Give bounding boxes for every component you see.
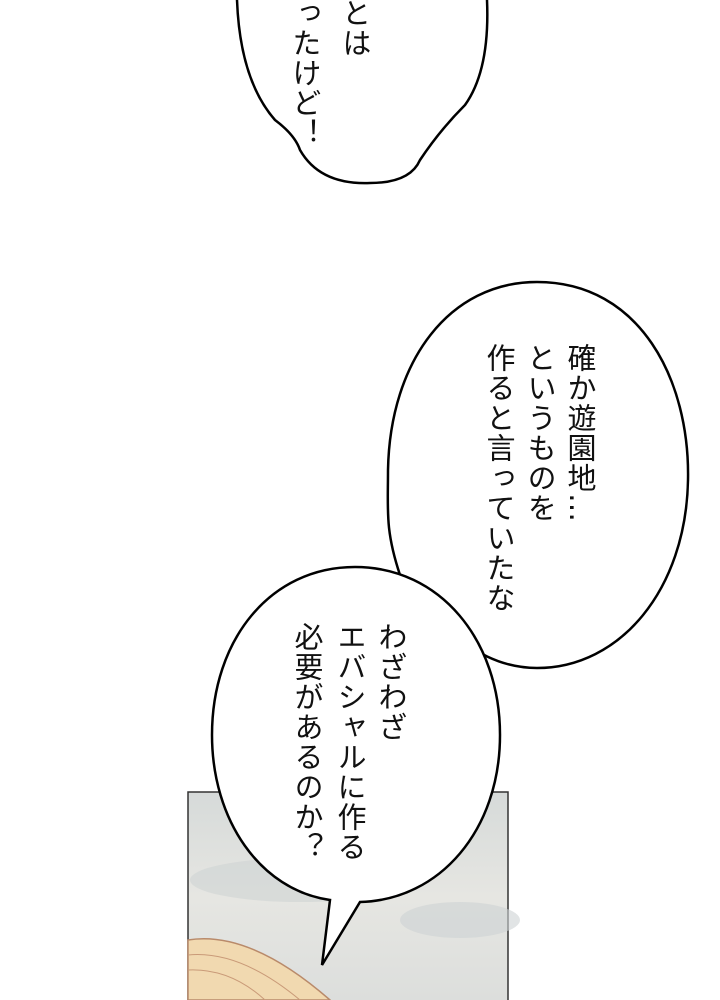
bubble-top-line-1: とは [338, 0, 372, 58]
bubble-middle-line-2: というものを [523, 343, 557, 523]
speech-bubble-middle [386, 280, 690, 670]
bubble-bottom-line-1: わざわざ [374, 622, 408, 742]
speech-bubble-bottom [210, 565, 502, 966]
hair-illustration [187, 938, 332, 1000]
bubble-middle-line-3: 作ると言っていたな [482, 343, 516, 613]
bubble-middle-line-1: 確か遊園地… [563, 343, 597, 523]
bubble-bottom-line-2: エバシャルに作る [333, 622, 367, 862]
bubble-top-line-2: ったけど！ [288, 0, 322, 148]
bubble-bottom-line-3: 必要があるのか？ [290, 622, 324, 862]
speech-bubble-top [235, 0, 489, 185]
